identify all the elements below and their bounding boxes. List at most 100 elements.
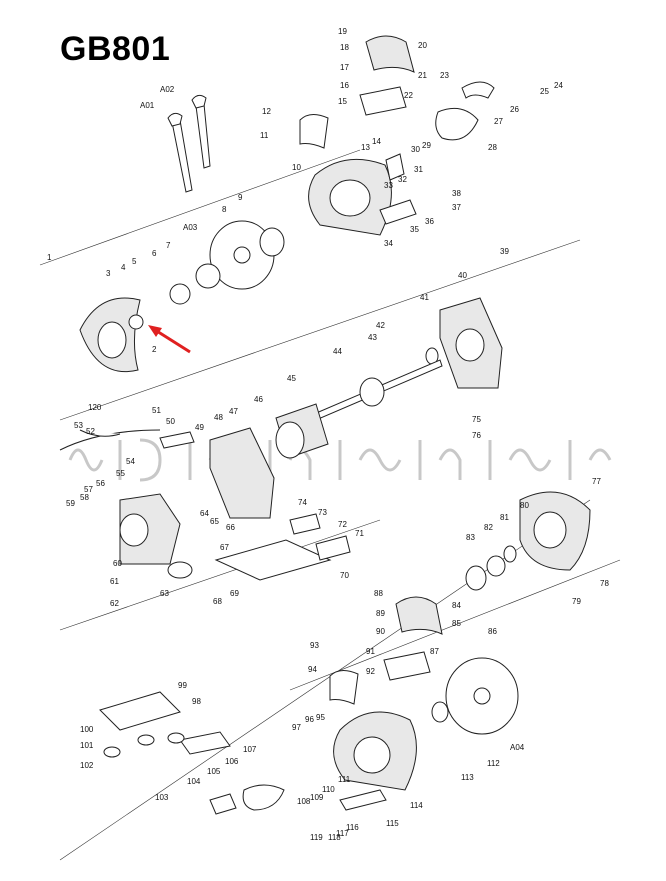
- callout-60: 60: [113, 559, 122, 568]
- callout-111: 111: [338, 775, 351, 784]
- callout-87: 87: [430, 647, 439, 656]
- callout-32: 32: [398, 175, 407, 184]
- callout-76: 76: [472, 431, 481, 440]
- callout-42: 42: [376, 321, 385, 330]
- callout-98: 98: [192, 697, 201, 706]
- callout-96: 96: [305, 715, 314, 724]
- switch-cord: [59, 429, 195, 451]
- callout-73: 73: [318, 508, 327, 517]
- callout-113: 113: [461, 773, 474, 782]
- callout-70: 70: [340, 571, 349, 580]
- eye-shield-lower: [383, 596, 443, 681]
- callout-89: 89: [376, 609, 385, 618]
- callout-62: 62: [110, 599, 119, 608]
- stator: [275, 403, 329, 459]
- wrench-a01: [167, 112, 193, 193]
- model-title: GB801: [60, 30, 171, 68]
- callout-21: 21: [418, 71, 427, 80]
- callout-108: 108: [297, 797, 311, 806]
- callout-92: 92: [366, 667, 375, 676]
- callout-101: 101: [80, 741, 94, 750]
- callout-95: 95: [316, 713, 325, 722]
- callout-90: 90: [376, 627, 385, 636]
- callout-10: 10: [292, 163, 301, 172]
- callout-105: 105: [207, 767, 221, 776]
- callout-102: 102: [80, 761, 94, 770]
- callout-38: 38: [452, 189, 461, 198]
- callout-22: 22: [404, 91, 413, 100]
- callout-59: 59: [66, 499, 75, 508]
- callout-107: 107: [243, 745, 257, 754]
- callout-4: 4: [121, 263, 126, 272]
- callout-61: 61: [110, 577, 119, 586]
- callout-13: 13: [361, 143, 370, 152]
- callout-86: 86: [488, 627, 497, 636]
- callout-71: 71: [355, 529, 364, 538]
- callout-51: 51: [152, 406, 161, 415]
- callout-109: 109: [310, 793, 324, 802]
- callout-57: 57: [84, 485, 93, 494]
- outer-guard-left: [79, 297, 144, 373]
- callout-82: 82: [484, 523, 493, 532]
- callout-43: 43: [368, 333, 377, 342]
- callout-40: 40: [458, 271, 467, 280]
- callout-93: 93: [310, 641, 319, 650]
- callout-a04: A04: [510, 743, 525, 752]
- red-pointer-arrow: [148, 325, 191, 354]
- callout-31: 31: [414, 165, 423, 174]
- callout-68: 68: [213, 597, 222, 606]
- callout-26: 26: [510, 105, 519, 114]
- callout-85: 85: [452, 619, 461, 628]
- callout-37: 37: [452, 203, 461, 212]
- callout-9: 9: [238, 193, 243, 202]
- callout-a03: A03: [183, 223, 198, 232]
- callout-78: 78: [600, 579, 609, 588]
- callout-106: 106: [225, 757, 239, 766]
- callout-45: 45: [287, 374, 296, 383]
- callout-35: 35: [410, 225, 419, 234]
- callout-118: 118: [328, 833, 341, 842]
- callout-91: 91: [366, 647, 375, 656]
- watermark: [68, 438, 612, 482]
- callout-65: 65: [210, 517, 219, 526]
- callout-28: 28: [488, 143, 497, 152]
- callout-117: 117: [336, 829, 349, 838]
- wheel-guard-lower: [329, 670, 417, 811]
- grinding-wheel-a04: [431, 657, 519, 735]
- grinding-wheel-a03: [169, 220, 285, 305]
- callout-20: 20: [418, 41, 427, 50]
- outer-guard-right: [519, 491, 591, 571]
- callout-88: 88: [374, 589, 383, 598]
- callout-39: 39: [500, 247, 509, 256]
- callout-1: 1: [47, 253, 52, 262]
- callout-14: 14: [372, 137, 381, 146]
- callout-33: 33: [384, 181, 393, 190]
- callout-a02: A02: [160, 85, 175, 94]
- callout-97: 97: [292, 723, 301, 732]
- callout-44: 44: [333, 347, 342, 356]
- callout-labels: 1234567891011121314151617181920212223242…: [47, 27, 609, 842]
- callout-69: 69: [230, 589, 239, 598]
- callout-104: 104: [187, 777, 201, 786]
- base-plate: [99, 691, 231, 758]
- callout-53: 53: [74, 421, 83, 430]
- callout-55: 55: [116, 469, 125, 478]
- callout-58: 58: [80, 493, 89, 502]
- callout-66: 66: [226, 523, 235, 532]
- callout-47: 47: [229, 407, 238, 416]
- callout-12: 12: [262, 107, 271, 116]
- callout-80: 80: [520, 501, 529, 510]
- callout-17: 17: [340, 63, 349, 72]
- callout-8: 8: [222, 205, 227, 214]
- callout-83: 83: [466, 533, 475, 542]
- callout-72: 72: [338, 520, 347, 529]
- callout-49: 49: [195, 423, 204, 432]
- base-tray: [167, 513, 351, 581]
- motor-housing-right: [425, 297, 503, 389]
- callout-23: 23: [440, 71, 449, 80]
- callout-52: 52: [86, 427, 95, 436]
- callout-5: 5: [132, 257, 137, 266]
- motor-housing-left: [119, 427, 275, 565]
- callout-119: 119: [310, 833, 323, 842]
- callout-6: 6: [152, 249, 157, 258]
